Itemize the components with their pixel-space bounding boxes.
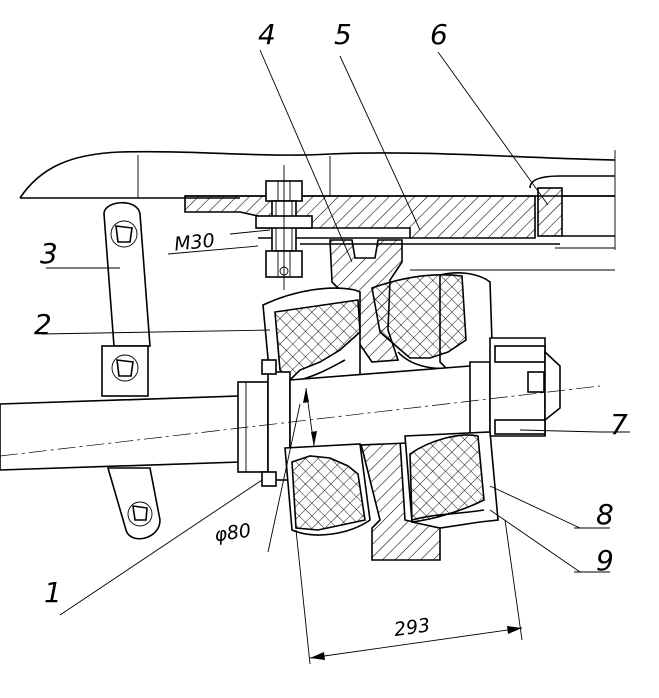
item-2-flange: [262, 272, 494, 385]
callout-4: 4: [258, 18, 276, 51]
thread-label: M30: [173, 230, 216, 256]
dimension-width: [295, 519, 523, 665]
callout-1: 1: [44, 576, 62, 609]
thread-leader: [167, 229, 271, 255]
dimension-width-label: 293: [393, 614, 432, 641]
callout-8: 8: [596, 498, 614, 531]
dimension-diameter-label: φ80: [213, 520, 252, 547]
callout-7: 7: [610, 408, 628, 441]
callout-leaders: [41, 49, 630, 616]
item-5-plate: [184, 195, 560, 245]
callout-5: 5: [334, 18, 352, 51]
callout-6: 6: [430, 18, 448, 51]
callout-3: 3: [40, 237, 58, 270]
item-3-bracket: [101, 202, 161, 540]
callout-9: 9: [596, 544, 614, 577]
shaft: [0, 337, 601, 481]
lower-rubber-element: [261, 359, 499, 536]
dimension-diameter: [267, 387, 317, 553]
item-6-bracket: [410, 175, 615, 271]
callout-2: 2: [34, 308, 52, 341]
bolt-m30: [255, 165, 313, 290]
